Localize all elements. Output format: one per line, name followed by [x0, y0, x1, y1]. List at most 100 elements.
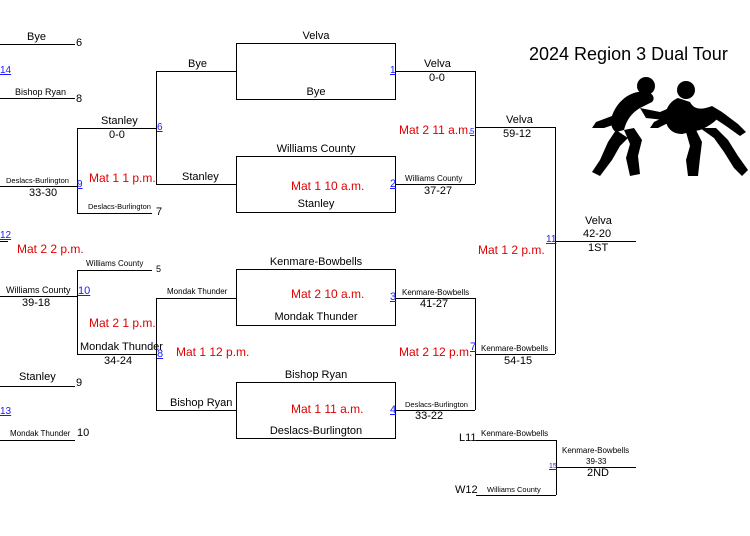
r3-velva: Velva	[424, 58, 451, 70]
line-r4-v	[555, 127, 556, 354]
lb-seed-9: 9	[76, 377, 83, 389]
r3-kb-score: 41-27	[420, 298, 449, 310]
r4-kb-score: 54-15	[504, 355, 533, 367]
r1-bishop-bot: Bishop Ryan	[170, 397, 233, 409]
game-link-10[interactable]: 10	[78, 285, 91, 297]
lb-deslacs-label: Deslacs-Burlington	[6, 176, 69, 185]
box2-top	[236, 156, 396, 157]
lb-seed-8: 8	[76, 93, 83, 105]
box4-mat: Mat 1 11 a.m.	[291, 402, 364, 416]
r1-wc-top: Williams County	[86, 259, 144, 268]
r1-deslacs-bot: Deslacs-Burlington	[88, 202, 151, 211]
box1-team-top: Velva	[302, 30, 330, 42]
line-r1-v-top	[77, 128, 78, 213]
r1-seed-7: 7	[156, 206, 163, 218]
r3-wc-score: 37-27	[424, 185, 453, 197]
line-l11	[476, 440, 556, 441]
r3-kb: Kenmare-Bowbells	[402, 288, 470, 297]
r1-stanley-score: 0-0	[109, 129, 125, 141]
line-r2-stanley	[156, 184, 236, 185]
r1-wc-score: 39-18	[22, 297, 51, 309]
lb-bye-label: Bye	[27, 31, 46, 43]
line-r4-kb	[475, 354, 555, 355]
box1-top	[236, 43, 396, 44]
box2-bottom	[236, 212, 396, 213]
line-final	[555, 241, 636, 242]
r3-velva-score: 0-0	[429, 72, 445, 84]
r3-wc: Williams County	[405, 174, 463, 183]
final-place: 1ST	[588, 242, 609, 254]
box4-team-bottom: Deslacs-Burlington	[269, 425, 363, 437]
line-r2-mondak	[156, 298, 236, 299]
lb-seed-10: 10	[77, 427, 90, 439]
box2-mat: Mat 1 10 a.m.	[291, 179, 365, 193]
box3-mat: Mat 2 10 a.m.	[291, 287, 365, 301]
r1-mondak-r: Mondak Thunder	[167, 287, 228, 296]
line-lb-bishop	[0, 98, 75, 99]
game-link-5[interactable]: 5	[470, 127, 475, 136]
box4-bottom	[236, 438, 396, 439]
r3-db: Deslacs-Burlington	[405, 400, 468, 409]
game-link-15[interactable]: 15	[549, 463, 557, 470]
game-link-14[interactable]: 14	[0, 65, 12, 76]
r1-seed-5: 5	[156, 264, 162, 274]
line-r4-velva	[475, 127, 555, 128]
box1-team-bottom: Bye	[306, 86, 326, 98]
game-link-9[interactable]: 9	[77, 179, 83, 190]
line-r2-bishop	[156, 410, 236, 411]
lb-stanley-label: Stanley	[19, 371, 56, 383]
line-r1-mondak	[77, 354, 156, 355]
r3-mat-g5: Mat 2 11 a.m.	[399, 123, 472, 137]
game-link-4[interactable]: 4	[390, 404, 397, 416]
line-r3-kb	[395, 298, 475, 299]
game-link-12[interactable]: 12	[0, 230, 12, 241]
box2-left	[236, 156, 237, 212]
line-r1-deslacs	[77, 213, 152, 214]
second-l11-team: Kenmare-Bowbells	[481, 429, 549, 438]
box4-team-top: Bishop Ryan	[284, 369, 348, 381]
line-lb-g12	[0, 241, 8, 242]
line-r2-v2	[156, 298, 157, 410]
line-r1-stanley	[77, 128, 156, 129]
line-2nd	[556, 467, 636, 468]
line-lb-wc	[0, 296, 77, 297]
final-champion: Velva	[585, 215, 612, 227]
r1-mat-g9: Mat 1 1 p.m.	[89, 171, 156, 185]
box4-top	[236, 382, 396, 383]
line-r2-v1	[156, 71, 157, 184]
box3-left	[236, 269, 237, 325]
second-l11-label: L11	[459, 432, 477, 444]
box3-top	[236, 269, 396, 270]
line-r3-wc	[395, 184, 475, 185]
game-link-11[interactable]: 11	[546, 234, 557, 245]
box1-left	[236, 43, 237, 99]
box2-team-bottom: Stanley	[297, 198, 335, 210]
game-link-3[interactable]: 3	[390, 291, 397, 303]
second-w12-label: W12	[455, 484, 478, 496]
box1-bottom	[236, 99, 396, 100]
game-link-6[interactable]: 6	[157, 122, 163, 133]
game-link-7[interactable]: 7	[470, 341, 477, 353]
line-lb-mondak	[0, 440, 75, 441]
game-link-1[interactable]: 1	[390, 65, 396, 76]
r3-mat-g7: Mat 2 12 p.m.	[399, 345, 473, 359]
line-lb-deslacs	[0, 186, 77, 187]
lb-deslacs-score: 33-30	[29, 187, 58, 199]
line-r3-db	[395, 410, 475, 411]
game-link-13[interactable]: 13	[0, 406, 12, 417]
game-link-8[interactable]: 8	[157, 348, 164, 360]
r4-kb: Kenmare-Bowbells	[481, 344, 549, 353]
r1-mat-g10: Mat 2 1 p.m.	[89, 316, 156, 330]
line-w12	[476, 495, 556, 496]
wrestlers-silhouette-icon	[592, 77, 748, 176]
box3-team-bottom: Mondak Thunder	[274, 311, 358, 323]
r2-bye-top: Bye	[188, 58, 207, 70]
second-score: 39-33	[586, 457, 607, 466]
r1-mondak-left: Mondak Thunder	[80, 341, 163, 353]
line-lb-stanley	[0, 386, 75, 387]
r1-mat-g12: Mat 2 2 p.m.	[17, 242, 84, 256]
box3-right	[395, 269, 396, 325]
lb-bishop-label: Bishop Ryan	[15, 87, 67, 97]
game-link-2[interactable]: 2	[390, 178, 397, 190]
r1-mat-g8: Mat 1 12 p.m.	[176, 345, 250, 359]
